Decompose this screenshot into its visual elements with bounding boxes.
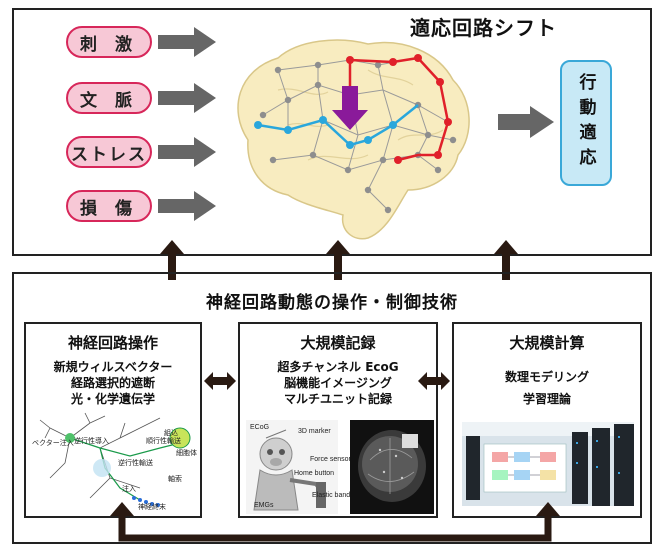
arrow-up-icon (494, 240, 518, 280)
label-3d-marker: 3D marker (298, 428, 331, 435)
arrow-up-icon (160, 240, 184, 280)
input-stress: ストレス (66, 136, 152, 168)
label-home-button: Home button (294, 470, 335, 477)
adaptive-circuit-shift-title: 適応回路シフト (410, 16, 557, 40)
section-line: 新規ウィルスベクター (53, 360, 173, 374)
section-line: 脳機能イメージング (284, 376, 392, 390)
input-stimulus: 刺 激 (66, 26, 152, 58)
label-force-sensor: Force sensor (310, 456, 351, 463)
behavioral-adaptation-box: 行動適応 (560, 60, 612, 186)
arrow-right-icon (158, 137, 216, 167)
section-line: 学習理論 (522, 392, 571, 406)
input-injury: 損 傷 (66, 190, 152, 222)
label-axon: 軸索 (168, 476, 182, 483)
arrow-right-icon (498, 106, 554, 138)
arrow-right-icon (158, 83, 216, 113)
label-nerve-terminal: 神経終末 (138, 504, 166, 511)
section-line: マルチユニット記録 (283, 392, 392, 406)
section-line: 経路選択的遮断 (70, 376, 155, 390)
section-line: 光・化学遺伝学 (70, 392, 155, 406)
control-technology-title: 神経回路動態の操作・制御技術 (206, 293, 458, 313)
label-retrograde-intro: 逆行性導入 (74, 438, 109, 445)
section-title: 神経回路操作 (67, 334, 158, 352)
supercomputer-photo (462, 422, 634, 506)
brain-network-illustration (237, 39, 470, 240)
large-scale-recording-box: 大規模記録 超多チャンネル EcoG 脳機能イメージング マルチユニット記録 E… (238, 322, 438, 518)
label-injection: 注入 (122, 486, 136, 493)
label-emgs: EMGs (254, 502, 274, 509)
section-line: 数理モデリング (504, 370, 589, 384)
label-cell-body: 細胞体 (176, 450, 197, 457)
arrow-right-icon (158, 191, 216, 221)
label-anterograde-transport: 順行性輸送 (146, 438, 181, 445)
section-line: 超多チャンネル EcoG (277, 360, 399, 374)
monkey-recording-illustration (246, 420, 338, 514)
feedback-loop-arrow (110, 502, 560, 542)
section-title: 大規模記録 (300, 334, 376, 352)
neuron-pathway-illustration (39, 412, 191, 507)
large-scale-computing-box: 大規模計算 数理モデリング 学習理論 (452, 322, 642, 518)
brain-imaging-photo (350, 420, 434, 514)
circuit-manipulation-box: 神経回路操作 新規ウィルスベクター 経路選択的遮断 光・化学遺伝学 ベクター注入… (24, 322, 202, 518)
label-elastic-band: Elastic band (312, 492, 351, 499)
label-integration: 組込 (164, 430, 178, 437)
double-arrow-icon (418, 372, 450, 390)
arrow-up-icon (326, 240, 350, 280)
label-vector-injection: ベクター注入 (32, 440, 74, 447)
section-title: 大規模計算 (509, 334, 585, 352)
double-arrow-icon (204, 372, 236, 390)
label-retrograde-transport: 逆行性輸送 (118, 460, 153, 467)
arrow-right-icon (158, 27, 216, 57)
input-context: 文 脈 (66, 82, 152, 114)
label-ecog: ECoG (250, 424, 270, 431)
control-technology-panel (12, 272, 652, 544)
